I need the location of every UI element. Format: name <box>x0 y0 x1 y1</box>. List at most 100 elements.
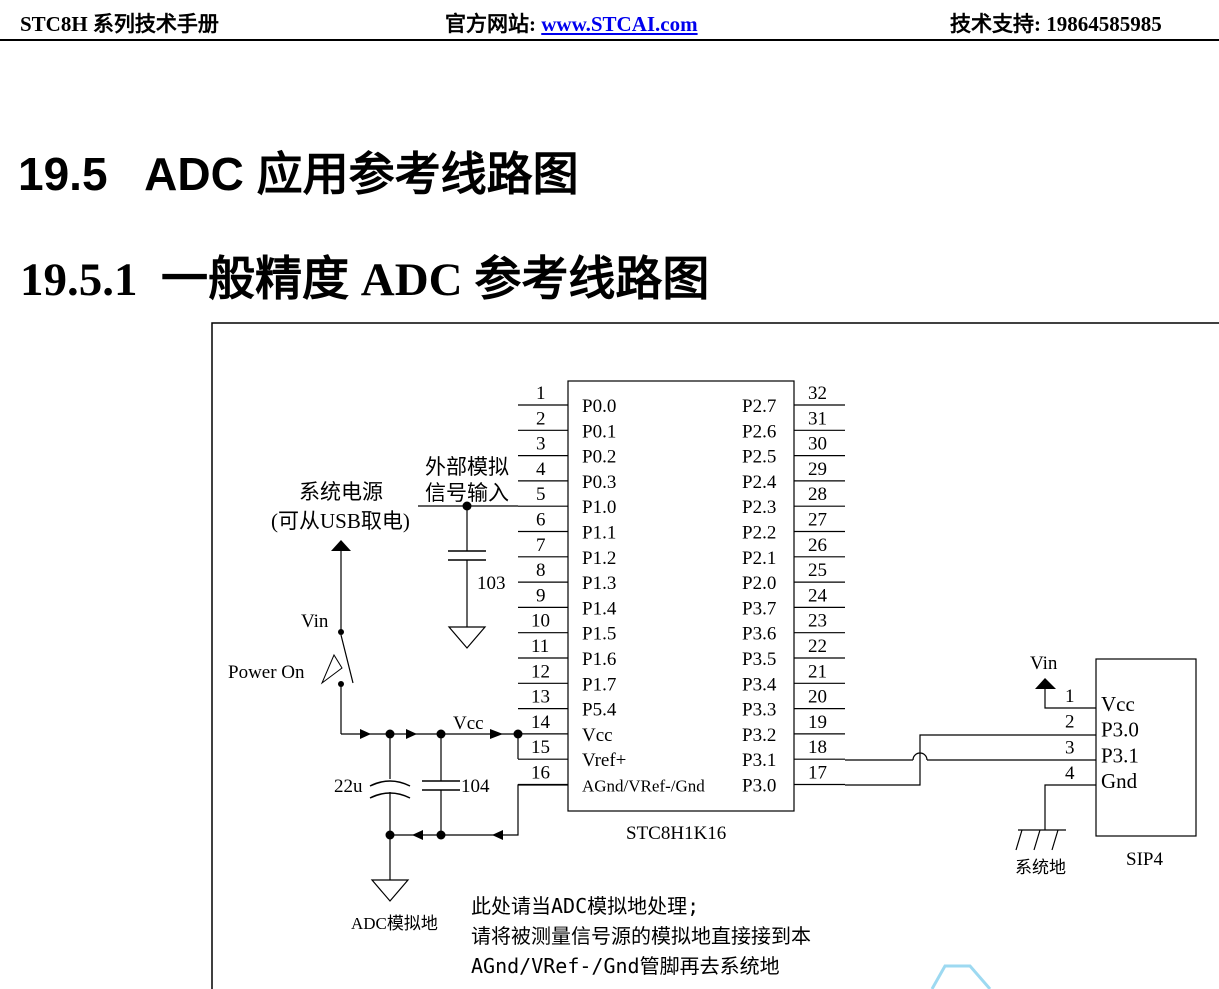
pin-number: 17 <box>808 763 827 784</box>
vcc-net-label: Vcc <box>453 713 484 734</box>
website-link[interactable]: www.STCAI.com <box>541 12 698 36</box>
sip-vin-arrow-icon <box>1035 678 1056 689</box>
pin-name: P2.7 <box>742 396 776 417</box>
sip-pin-name: P3.1 <box>1101 743 1139 767</box>
chip-name: STC8H1K16 <box>626 823 726 844</box>
website-prefix: 官方网站: <box>445 12 542 36</box>
sip-pin-number: 1 <box>1065 686 1075 707</box>
watermark-mark <box>930 964 992 989</box>
pin-number: 27 <box>808 510 827 531</box>
pin-number: 5 <box>536 484 546 505</box>
pin-name: P1.3 <box>582 573 616 594</box>
adc-gnd-label: ADC模拟地 <box>351 914 438 933</box>
page-header: STC8H 系列技术手册 官方网站: www.STCAI.com 技术支持: 1… <box>0 0 1219 42</box>
pin-name: P3.5 <box>742 649 776 670</box>
pin-number: 31 <box>808 408 827 429</box>
pin-number: 15 <box>531 737 550 758</box>
note-line-2: 请将被测量信号源的模拟地直接接到本 <box>471 924 811 948</box>
right-pins: 32P2.731P2.630P2.529P2.428P2.327P2.226P2… <box>742 383 845 797</box>
pin-name: P0.2 <box>582 447 616 468</box>
ext-analog-label-1: 外部模拟 <box>425 455 509 479</box>
header-divider <box>0 39 1219 41</box>
pin-name: P3.2 <box>742 725 776 746</box>
sip-vin-label: Vin <box>1030 653 1058 674</box>
pin-name: P2.6 <box>742 421 776 442</box>
sip-pin-name: Gnd <box>1101 769 1138 793</box>
sip4-body <box>1095 658 1197 837</box>
pin-name: P1.4 <box>582 598 617 619</box>
sip-pin-name: Vcc <box>1101 692 1135 716</box>
vin-label: Vin <box>301 611 329 632</box>
pin-name: P1.2 <box>582 548 616 569</box>
pin-number: 22 <box>808 636 827 657</box>
pin-name: P0.1 <box>582 421 616 442</box>
pin-name: P2.4 <box>742 472 777 493</box>
pin-number: 21 <box>808 661 827 682</box>
pin-name: P2.1 <box>742 548 776 569</box>
pin-number: 12 <box>531 661 550 682</box>
pin-name: P3.7 <box>742 598 776 619</box>
pin-number: 25 <box>808 560 827 581</box>
chip-body <box>567 380 795 812</box>
sip-pin-number: 3 <box>1065 737 1075 758</box>
pin-name: P1.0 <box>582 497 616 518</box>
pin-name: P3.1 <box>742 750 776 771</box>
sip4-name: SIP4 <box>1126 849 1163 870</box>
pin-number: 18 <box>808 737 827 758</box>
pin-number: 19 <box>808 712 827 733</box>
cap-104-label: 104 <box>461 776 490 797</box>
pin-name: P2.3 <box>742 497 776 518</box>
power-label-1: 系统电源 <box>299 480 383 504</box>
pin-name: P0.3 <box>582 472 616 493</box>
pin-number: 32 <box>808 383 827 404</box>
system-ground-icon <box>1015 829 1066 851</box>
power-label-2: (可从USB取电) <box>271 509 410 533</box>
pin-name: Vcc <box>582 725 613 746</box>
pin-number: 16 <box>531 763 550 784</box>
pin-name: P1.6 <box>582 649 616 670</box>
pin-name: P1.7 <box>582 674 616 695</box>
pin-name: P1.1 <box>582 523 616 544</box>
pin-number: 3 <box>536 434 546 455</box>
left-pins: 1P0.02P0.13P0.24P0.35P1.06P1.17P1.28P1.3… <box>518 383 705 796</box>
pin-name: P5.4 <box>582 700 617 721</box>
cap-22u-label: 22u <box>334 776 363 797</box>
support-phone: 技术支持: 19864585985 <box>950 12 1162 36</box>
pin-name: P3.3 <box>742 700 776 721</box>
pin-name: P3.0 <box>742 776 776 797</box>
agnd-wire <box>390 784 568 836</box>
cap-103-label: 103 <box>477 573 506 594</box>
subsection-title: 19.5.1 一般精度 ADC 参考线路图 <box>20 254 710 306</box>
power-on-label: Power On <box>228 662 305 683</box>
power-arrow-icon <box>331 540 351 551</box>
pin-name: P2.2 <box>742 523 776 544</box>
pin-number: 1 <box>536 383 546 404</box>
pin-name: P2.0 <box>742 573 776 594</box>
note-line-3: AGnd/VRef-/Gnd管脚再去系统地 <box>471 954 780 978</box>
ext-analog-label-2: 信号输入 <box>425 481 509 505</box>
pin-name: Vref+ <box>582 750 626 771</box>
pin-number: 6 <box>536 510 546 531</box>
pin-name: P2.5 <box>742 447 776 468</box>
pin-name: P3.6 <box>742 624 776 645</box>
pin-number: 24 <box>808 585 828 606</box>
pin-number: 7 <box>536 535 546 556</box>
pin-name: P3.4 <box>742 674 777 695</box>
manual-title: STC8H 系列技术手册 <box>20 12 219 36</box>
figure-frame <box>211 322 1219 989</box>
pin-name: P0.0 <box>582 396 616 417</box>
cap-22u-plate <box>369 780 411 787</box>
sys-gnd-label: 系统地 <box>1015 858 1066 877</box>
pin-number: 14 <box>531 712 551 733</box>
pin-number: 8 <box>536 560 546 581</box>
pin-number: 2 <box>536 408 546 429</box>
pin-number: 11 <box>531 636 549 657</box>
power-switch-icon <box>340 634 354 684</box>
website: 官方网站: www.STCAI.com <box>445 8 698 38</box>
ground-icon <box>447 626 487 649</box>
pin-number: 10 <box>531 611 550 632</box>
pin-number: 20 <box>808 687 827 708</box>
pin-number: 28 <box>808 484 827 505</box>
